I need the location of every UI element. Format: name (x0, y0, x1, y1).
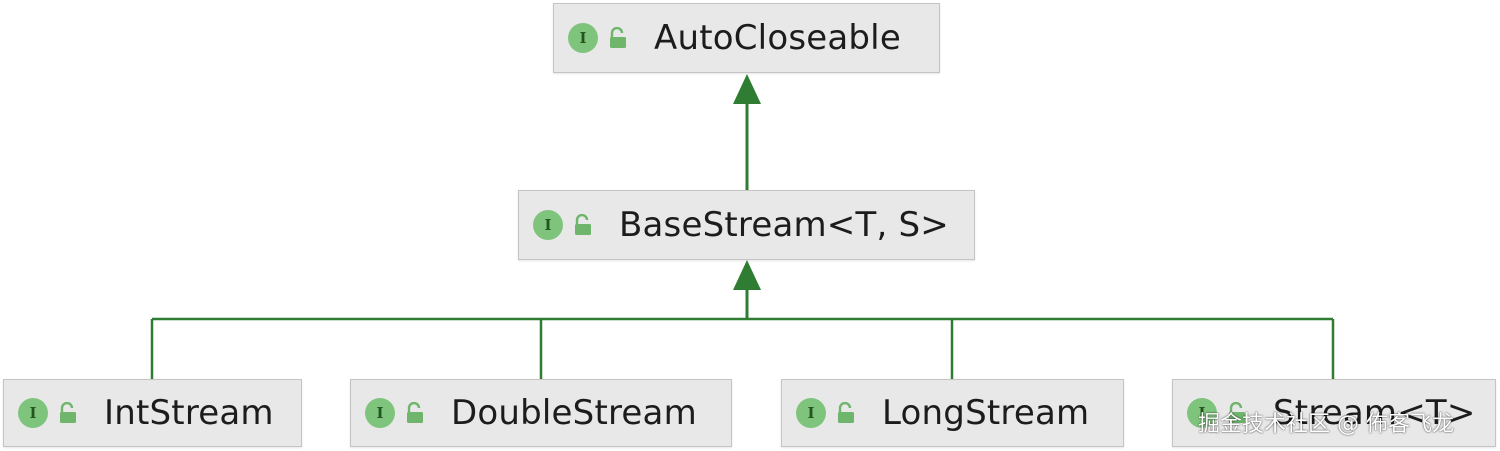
node-stream[interactable]: I Stream<T> (1172, 379, 1496, 447)
node-label: Stream<T> (1273, 393, 1476, 433)
unlocked-icon (838, 402, 854, 423)
node-longstream[interactable]: I LongStream (781, 379, 1124, 447)
node-label: LongStream (882, 393, 1090, 433)
node-label: DoubleStream (451, 393, 697, 433)
unlocked-icon (1229, 402, 1245, 423)
arrowhead-basestream (733, 260, 761, 290)
interface-icon: I (796, 398, 826, 428)
interface-icon: I (18, 398, 48, 428)
arrowhead-autocloseable (733, 74, 761, 104)
node-autocloseable[interactable]: I AutoCloseable (553, 3, 940, 73)
node-label: AutoCloseable (654, 18, 901, 58)
interface-icon: I (1187, 398, 1217, 428)
node-intstream[interactable]: I IntStream (3, 379, 302, 447)
node-label: IntStream (104, 393, 274, 433)
interface-icon: I (568, 23, 598, 53)
unlocked-icon (407, 402, 423, 423)
watermark-text: 掘金技术社区 @ 佈客飞龙 (1198, 412, 1454, 437)
unlocked-icon (60, 402, 76, 423)
node-label: BaseStream<T, S> (619, 205, 949, 245)
node-doublestream[interactable]: I DoubleStream (350, 379, 732, 447)
interface-icon: I (533, 210, 563, 240)
unlocked-icon (575, 214, 591, 235)
interface-icon: I (365, 398, 395, 428)
node-basestream[interactable]: I BaseStream<T, S> (518, 190, 975, 260)
unlocked-icon (610, 27, 626, 48)
